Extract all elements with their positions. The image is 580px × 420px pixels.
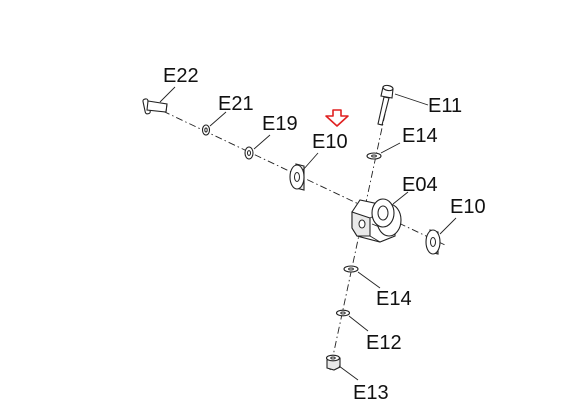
part-e12-washer[interactable] bbox=[335, 309, 351, 317]
part-e10-spacer-right[interactable] bbox=[425, 229, 441, 255]
label-e21: E21 bbox=[218, 93, 254, 115]
leader-e11 bbox=[394, 93, 429, 106]
leader-e10-right bbox=[439, 217, 457, 235]
leader-e10-top bbox=[302, 152, 319, 171]
label-e12: E12 bbox=[366, 332, 402, 354]
label-e22: E22 bbox=[163, 65, 199, 87]
part-e04-clamp[interactable] bbox=[351, 198, 402, 243]
label-e13: E13 bbox=[353, 382, 389, 404]
part-e14-washer-bottom[interactable] bbox=[343, 265, 359, 273]
leader-e22 bbox=[159, 86, 176, 103]
leader-e19 bbox=[253, 134, 271, 150]
part-e14-washer-top[interactable] bbox=[366, 152, 382, 160]
part-e10-spacer-left[interactable] bbox=[289, 163, 305, 191]
leader-e12 bbox=[348, 315, 369, 332]
down-arrow-icon bbox=[325, 109, 349, 127]
leader-e14-bottom bbox=[357, 271, 381, 289]
leader-e14-top bbox=[380, 142, 401, 154]
label-e14-top: E14 bbox=[402, 125, 438, 147]
assembly-axis-vertical bbox=[329, 99, 389, 371]
part-e22-pin[interactable] bbox=[142, 98, 168, 115]
leader-e21 bbox=[209, 111, 227, 127]
label-e10-right: E10 bbox=[450, 196, 486, 218]
part-e11-screw[interactable] bbox=[377, 84, 394, 126]
label-e04: E04 bbox=[402, 174, 438, 196]
leader-e04 bbox=[392, 191, 409, 205]
part-e21-washer[interactable] bbox=[201, 124, 211, 136]
label-e19: E19 bbox=[262, 113, 298, 135]
label-e11: E11 bbox=[428, 95, 462, 117]
leader-e13 bbox=[338, 365, 359, 381]
label-e10-top: E10 bbox=[312, 131, 348, 153]
part-e19-washer[interactable] bbox=[244, 146, 254, 160]
label-e14-bottom: E14 bbox=[376, 288, 412, 310]
part-e13-nut[interactable] bbox=[325, 354, 341, 371]
